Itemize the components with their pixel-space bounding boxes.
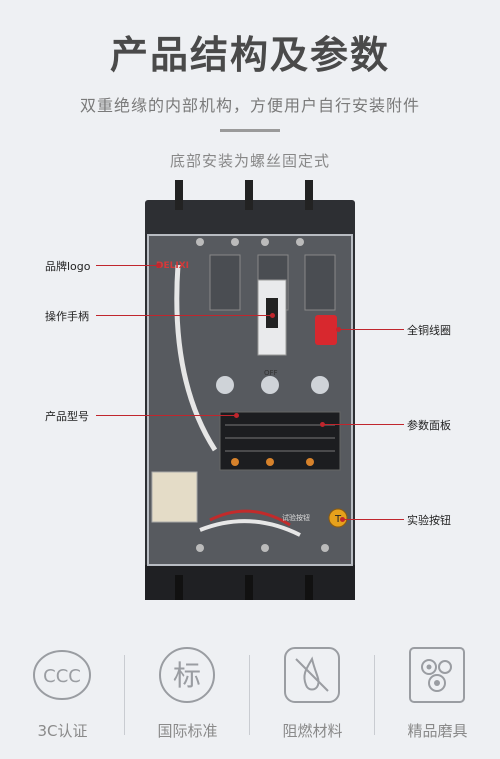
parameter-panel <box>219 411 341 471</box>
copper-coil <box>315 315 337 345</box>
bottom-terminal-right <box>305 575 313 600</box>
callout-line <box>96 265 158 266</box>
white-cable <box>174 264 218 452</box>
callout-dot <box>336 327 341 332</box>
callout-coil: 全铜线圈 <box>407 324 451 337</box>
callout-dot <box>234 413 239 418</box>
screw <box>231 238 239 246</box>
terminal-screw <box>306 458 314 466</box>
feature-label: 阻燃材料 <box>282 722 343 740</box>
ccc-certification-icon: CCC <box>33 650 91 700</box>
terminal-screw <box>231 458 239 466</box>
feature-separator <box>124 655 125 735</box>
feature-label: 国际标准 <box>157 722 218 740</box>
screw <box>261 544 269 552</box>
breaker-illustration: T DELIXI OFF 试验按钮 <box>145 180 355 600</box>
contact-right <box>311 376 329 394</box>
gears-icon <box>409 647 465 703</box>
contact-left <box>216 376 234 394</box>
svg-text:CCC: CCC <box>43 666 81 687</box>
test-button <box>328 508 348 528</box>
phase-chamber-left <box>209 254 241 311</box>
feature-label: 3C认证 <box>37 722 88 740</box>
screw <box>196 544 204 552</box>
callout-dot <box>320 422 325 427</box>
title-divider <box>220 129 280 132</box>
callout-dot <box>156 263 161 268</box>
white-wire <box>199 519 301 537</box>
feature-separator <box>374 655 375 735</box>
top-terminal-left <box>175 180 183 210</box>
callout-dot <box>340 517 345 522</box>
callout-line <box>338 329 404 330</box>
callout-line <box>322 424 404 425</box>
bottom-terminal-mid <box>245 575 253 600</box>
off-label: OFF <box>264 369 278 377</box>
test-label: 试验按钮 <box>282 513 310 522</box>
callout-line <box>96 315 272 316</box>
brand-mark: DELIXI <box>156 261 189 271</box>
phase-chamber-right <box>304 254 336 311</box>
top-terminal-mid <box>245 180 253 210</box>
screw <box>321 544 329 552</box>
test-button-glyph: T <box>334 514 342 525</box>
page-title: 产品结构及参数 <box>109 33 390 77</box>
screw <box>296 238 304 246</box>
standard-icon: 标 <box>159 647 215 703</box>
callout-test-button: 实验按钮 <box>407 514 451 527</box>
callout-model: 产品型号 <box>45 410 89 423</box>
screw <box>261 238 269 246</box>
bottom-terminal-left <box>175 575 183 600</box>
feature-standard: 标 国际标准 <box>125 640 250 750</box>
red-wire <box>209 509 291 527</box>
svg-text:标: 标 <box>173 659 201 692</box>
feature-flame-retardant: 阻燃材料 <box>250 640 375 750</box>
flame-retardant-icon <box>284 647 340 703</box>
feature-3c: CCC 3C认证 <box>0 640 125 750</box>
features-row: CCC 3C认证 标 国际标准 阻燃材料 精品磨具 <box>0 640 500 750</box>
feature-label: 精品磨具 <box>407 722 468 740</box>
mounting-note: 底部安装为螺丝固定式 <box>169 152 330 170</box>
callout-dot <box>270 313 275 318</box>
feature-separator <box>249 655 250 735</box>
page-subtitle: 双重绝缘的内部机构，方便用户自行安装附件 <box>79 96 420 115</box>
callout-brand-logo: 品牌logo <box>45 260 91 273</box>
callout-panel: 参数面板 <box>407 419 451 432</box>
callout-handle: 操作手柄 <box>45 310 89 323</box>
screw <box>196 238 204 246</box>
top-terminal-right <box>305 180 313 210</box>
terminal-screw <box>266 458 274 466</box>
callout-line <box>96 415 236 416</box>
feature-precision-mold: 精品磨具 <box>375 640 500 750</box>
callout-line <box>342 519 404 520</box>
contact-mid <box>261 376 279 394</box>
auxiliary-module <box>151 471 198 523</box>
